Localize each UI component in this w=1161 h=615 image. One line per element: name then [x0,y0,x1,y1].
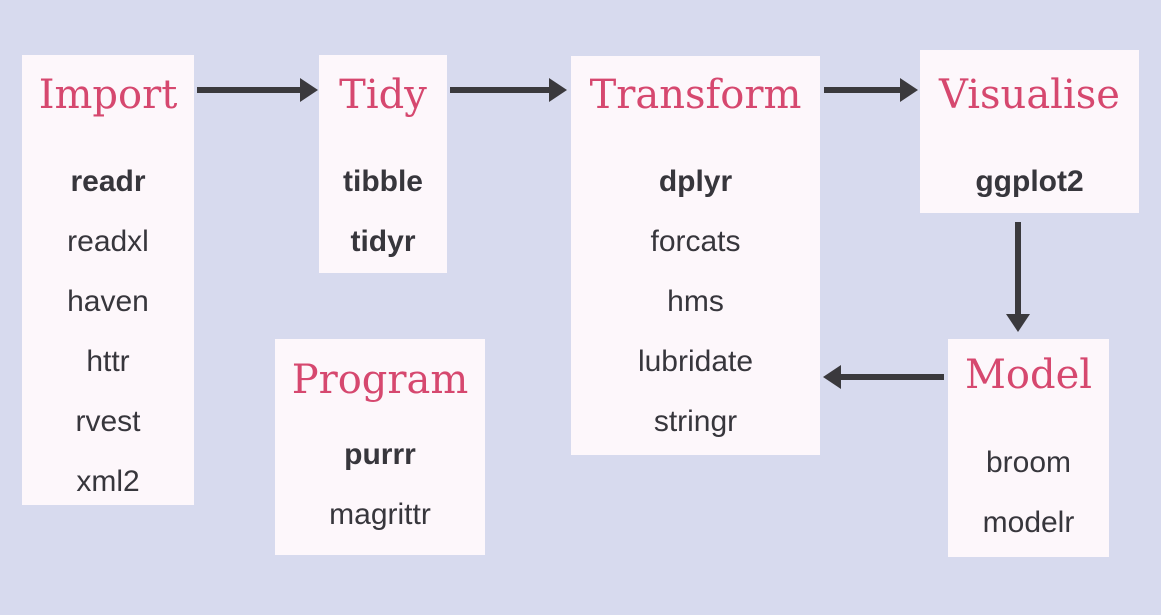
package-xml2: xml2 [76,465,140,498]
arrow-head [300,78,318,102]
box-tidy-package-list: tibble tidyr [319,152,447,272]
box-program: Program purrr magrittr [275,339,485,555]
package-hms: hms [667,285,724,318]
arrow-shaft [1015,222,1021,318]
arrow-tidy-to-transform-icon [450,78,567,102]
package-ggplot2: ggplot2 [975,165,1084,198]
box-program-package-list: purrr magrittr [275,425,485,545]
box-import: Import readr readxl haven httr rvest xml… [22,55,194,505]
box-import-package-list: readr readxl haven httr rvest xml2 [22,152,194,512]
package-lubridate: lubridate [637,345,754,378]
box-model-package-list: broom modelr [948,433,1109,553]
arrow-transform-to-visualise-icon [824,78,918,102]
package-readr: readr [70,165,146,198]
arrow-shaft [450,87,553,93]
arrow-shaft [837,374,944,380]
arrow-visualise-to-model-icon [1006,222,1030,332]
box-tidy-title: Tidy [339,72,427,118]
package-tidyr: tidyr [350,225,416,258]
box-visualise-package-list: ggplot2 [920,152,1139,212]
package-tibble: tibble [343,165,423,198]
package-dplyr: dplyr [658,165,733,198]
arrow-head [900,78,918,102]
package-forcats: forcats [650,225,741,258]
package-haven: haven [67,285,149,318]
arrow-shaft [197,87,304,93]
box-program-title: Program [291,357,469,403]
package-purrr: purrr [344,438,416,471]
package-rvest: rvest [75,405,141,438]
box-visualise: Visualise ggplot2 [920,50,1139,213]
arrow-head [549,78,567,102]
box-model-title: Model [964,352,1093,398]
box-visualise-title: Visualise [939,72,1120,118]
package-stringr: stringr [653,405,738,438]
box-transform-title: Transform [589,72,802,118]
box-model: Model broom modelr [948,339,1109,557]
box-transform: Transform dplyr forcats hms lubridate st… [571,56,820,455]
package-modelr: modelr [982,506,1075,539]
package-broom: broom [985,446,1072,479]
box-import-title: Import [38,72,178,118]
package-magrittr: magrittr [329,498,431,531]
arrow-shaft [824,87,904,93]
box-transform-package-list: dplyr forcats hms lubridate stringr [571,152,820,452]
arrow-model-to-transform-icon [823,365,944,389]
box-tidy: Tidy tibble tidyr [319,55,447,273]
arrow-head [1006,314,1030,332]
arrow-head [823,365,841,389]
package-httr: httr [86,345,130,378]
arrow-import-to-tidy-icon [197,78,318,102]
package-readxl: readxl [67,225,149,258]
